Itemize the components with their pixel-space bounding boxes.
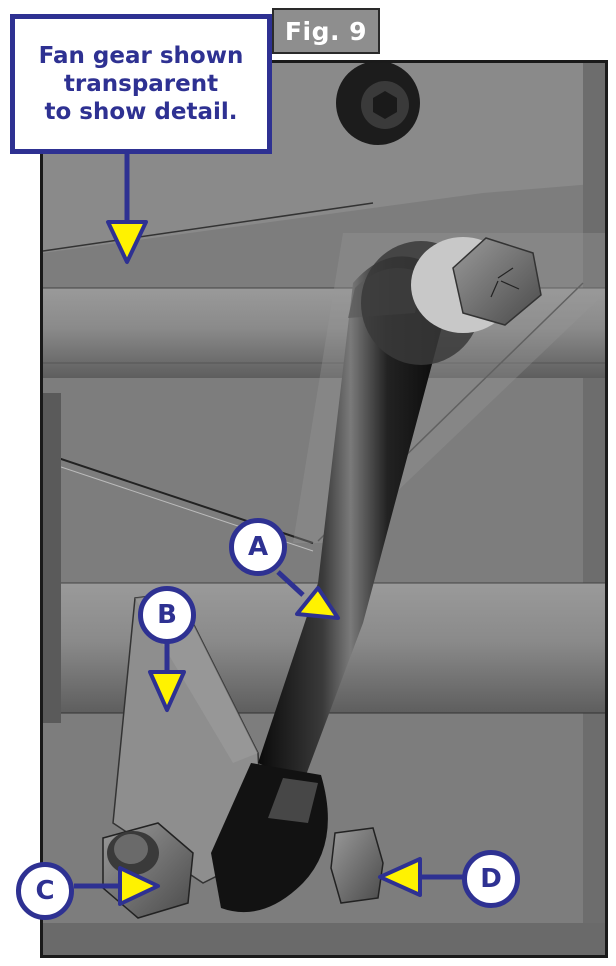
- label-c-text: C: [35, 876, 55, 906]
- label-d-text: D: [480, 864, 502, 894]
- label-d: D: [462, 850, 520, 908]
- label-c: C: [16, 862, 74, 920]
- right-panel: [583, 63, 605, 955]
- right-nut: [330, 827, 384, 904]
- figure-frame: [40, 60, 608, 958]
- label-a-text: A: [247, 532, 269, 562]
- figure-number-tag: Fig. 9: [272, 8, 380, 54]
- left-bracket: [43, 393, 61, 723]
- label-b-text: B: [157, 600, 177, 630]
- label-b: B: [138, 586, 196, 644]
- figure-number-text: Fig. 9: [284, 16, 368, 46]
- mechanical-illustration: [43, 63, 605, 955]
- top-hex-bolt: [452, 237, 542, 326]
- connecting-rod-a: [258, 256, 443, 783]
- label-a: A: [229, 518, 287, 576]
